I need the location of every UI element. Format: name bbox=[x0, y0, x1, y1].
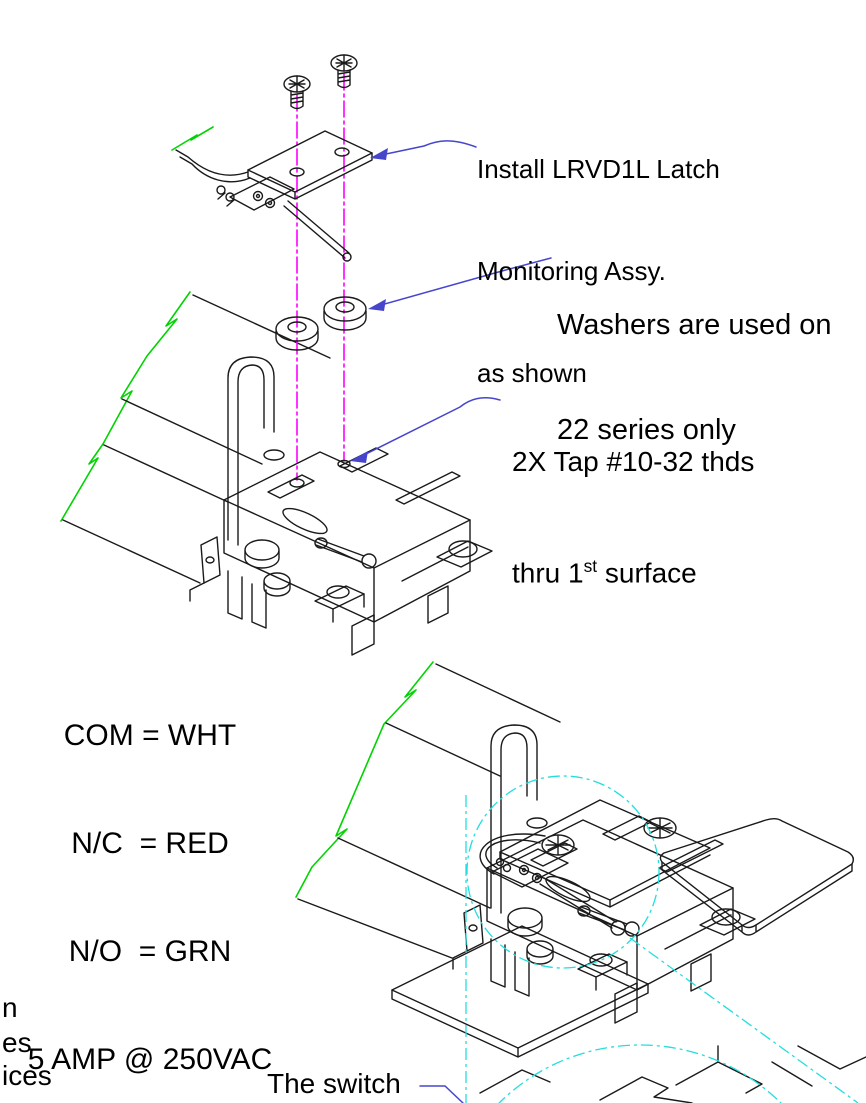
detail-circle bbox=[466, 775, 660, 969]
legend-line-nc: N/C = RED bbox=[71, 827, 229, 860]
detail-view-arc bbox=[498, 1044, 782, 1103]
latch-body-upper bbox=[189, 356, 493, 656]
install-note-line: as shown bbox=[477, 358, 587, 388]
detail-view-content bbox=[479, 1045, 866, 1103]
tap-hole bbox=[337, 459, 351, 469]
micro-switch bbox=[491, 848, 569, 888]
assembled-view bbox=[295, 661, 866, 1103]
leader-install bbox=[385, 140, 477, 155]
detail-callout bbox=[465, 775, 859, 1103]
base-plate bbox=[391, 925, 649, 1058]
latch-body-lower bbox=[452, 724, 756, 1024]
washer-right-icon bbox=[323, 296, 367, 331]
tap-note-line: thru 1st surface bbox=[512, 556, 697, 589]
leader-tap bbox=[361, 397, 501, 457]
installed-monitoring-bracket bbox=[479, 799, 711, 936]
legend-line-rating: 5 AMP @ 250VAC bbox=[27, 1043, 273, 1076]
legend-line-no: N/O = GRN bbox=[68, 935, 232, 968]
panel-edge-lines-lower bbox=[297, 663, 561, 959]
legend-line-com: COM = WHT bbox=[63, 719, 237, 752]
clipped-text-fragment: es bbox=[2, 1027, 32, 1058]
monitoring-bracket bbox=[175, 130, 373, 262]
washer-left-icon bbox=[275, 316, 319, 351]
contact-legend: COM = WHT N/C = RED N/O = GRN 5 AMP @ 25… bbox=[0, 646, 300, 1103]
tap-note-line: 2X Tap #10-32 thds bbox=[512, 446, 755, 477]
install-note: Install LRVD1L Latch Monitoring Assy. as… bbox=[477, 84, 720, 458]
clipped-text-fragment: n bbox=[2, 992, 18, 1023]
ordinal-superscript: st bbox=[583, 556, 598, 576]
arrowhead-icon bbox=[350, 451, 368, 463]
micro-switch bbox=[229, 176, 295, 211]
arrowhead-icon bbox=[370, 148, 388, 160]
screw-icon bbox=[643, 817, 677, 839]
screw-icon bbox=[541, 834, 575, 856]
leader-washers bbox=[380, 257, 552, 306]
clipped-text-fragment: ices bbox=[2, 1060, 52, 1091]
screw-right-icon bbox=[330, 54, 358, 89]
install-note-line: Monitoring Assy. bbox=[477, 256, 666, 286]
centerline bbox=[296, 73, 345, 481]
strike-blade-plate bbox=[659, 818, 855, 936]
install-note-line: Install LRVD1L Latch bbox=[477, 154, 720, 184]
tap-note: 2X Tap #10-32 thds thru 1st surface bbox=[512, 374, 754, 660]
panel-break-line-upper bbox=[60, 126, 214, 522]
leader-switch bbox=[419, 1085, 464, 1103]
screw-left-icon bbox=[283, 75, 311, 110]
washers-note: Washers are used on 22 series only bbox=[557, 238, 832, 518]
switch-note: The switch bbox=[267, 1068, 401, 1099]
arrowhead-icon bbox=[368, 299, 386, 311]
leader-lines bbox=[350, 140, 552, 1103]
tap-hole bbox=[289, 478, 305, 488]
exploded-view bbox=[60, 54, 493, 656]
washers-note-line: 22 series only bbox=[557, 414, 736, 446]
panel-break-line-lower bbox=[295, 661, 434, 898]
washers-note-line: Washers are used on bbox=[557, 309, 832, 341]
panel-edge-lines-upper bbox=[62, 294, 331, 584]
detail-projection-line bbox=[629, 937, 859, 1103]
